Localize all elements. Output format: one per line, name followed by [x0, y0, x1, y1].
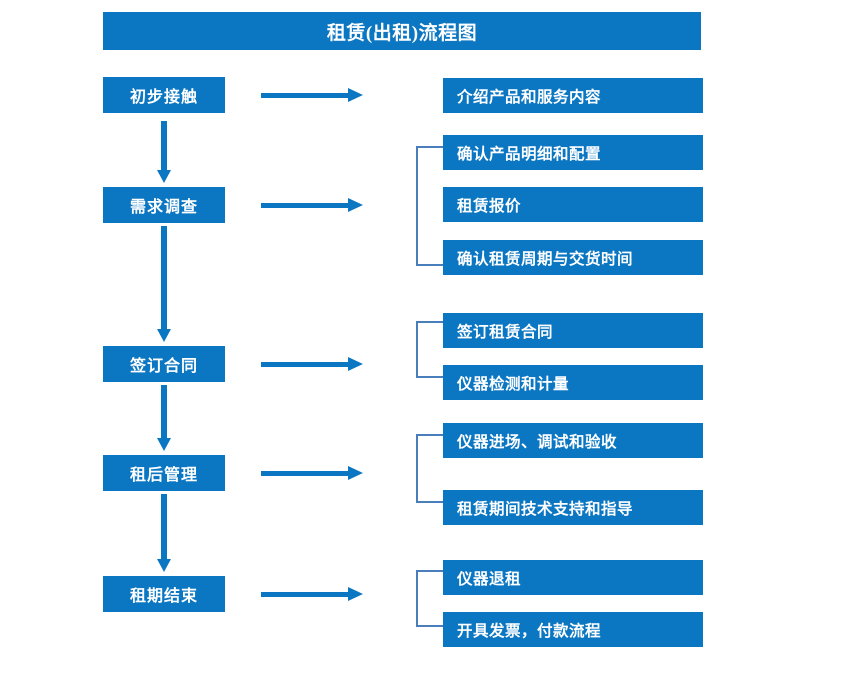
- vertical-arrow-3: [157, 385, 171, 451]
- page-title: 租赁(出租)流程图: [103, 12, 701, 50]
- group-bracket-3: [416, 434, 443, 503]
- vertical-arrow-4: [157, 494, 171, 572]
- detail-box-3[interactable]: 租赁报价: [443, 187, 703, 222]
- detail-box-9[interactable]: 仪器退租: [443, 560, 703, 595]
- stage-box-1[interactable]: 初步接触: [103, 77, 225, 113]
- detail-box-5[interactable]: 签订租赁合同: [443, 313, 703, 348]
- horizontal-arrow-5: [261, 587, 363, 601]
- horizontal-arrow-3: [261, 357, 363, 371]
- vertical-arrow-1: [157, 121, 171, 183]
- group-bracket-1: [416, 146, 443, 266]
- stage-box-2[interactable]: 需求调查: [103, 187, 225, 223]
- detail-box-4[interactable]: 确认租赁周期与交货时间: [443, 240, 703, 275]
- vertical-arrow-2: [157, 226, 171, 342]
- stage-box-5[interactable]: 租期结束: [103, 576, 225, 612]
- detail-box-1[interactable]: 介绍产品和服务内容: [443, 78, 703, 113]
- detail-box-8[interactable]: 租赁期间技术支持和指导: [443, 490, 703, 525]
- detail-box-7[interactable]: 仪器进场、调试和验收: [443, 423, 703, 458]
- group-bracket-4: [416, 570, 443, 627]
- stage-box-4[interactable]: 租后管理: [103, 455, 225, 491]
- detail-box-2[interactable]: 确认产品明细和配置: [443, 135, 703, 170]
- horizontal-arrow-4: [261, 466, 363, 480]
- detail-box-10[interactable]: 开具发票，付款流程: [443, 612, 703, 647]
- detail-box-6[interactable]: 仪器检测和计量: [443, 365, 703, 400]
- stage-box-3[interactable]: 签订合同: [103, 346, 225, 382]
- horizontal-arrow-2: [261, 198, 363, 212]
- group-bracket-2: [416, 321, 443, 378]
- horizontal-arrow-1: [261, 88, 363, 102]
